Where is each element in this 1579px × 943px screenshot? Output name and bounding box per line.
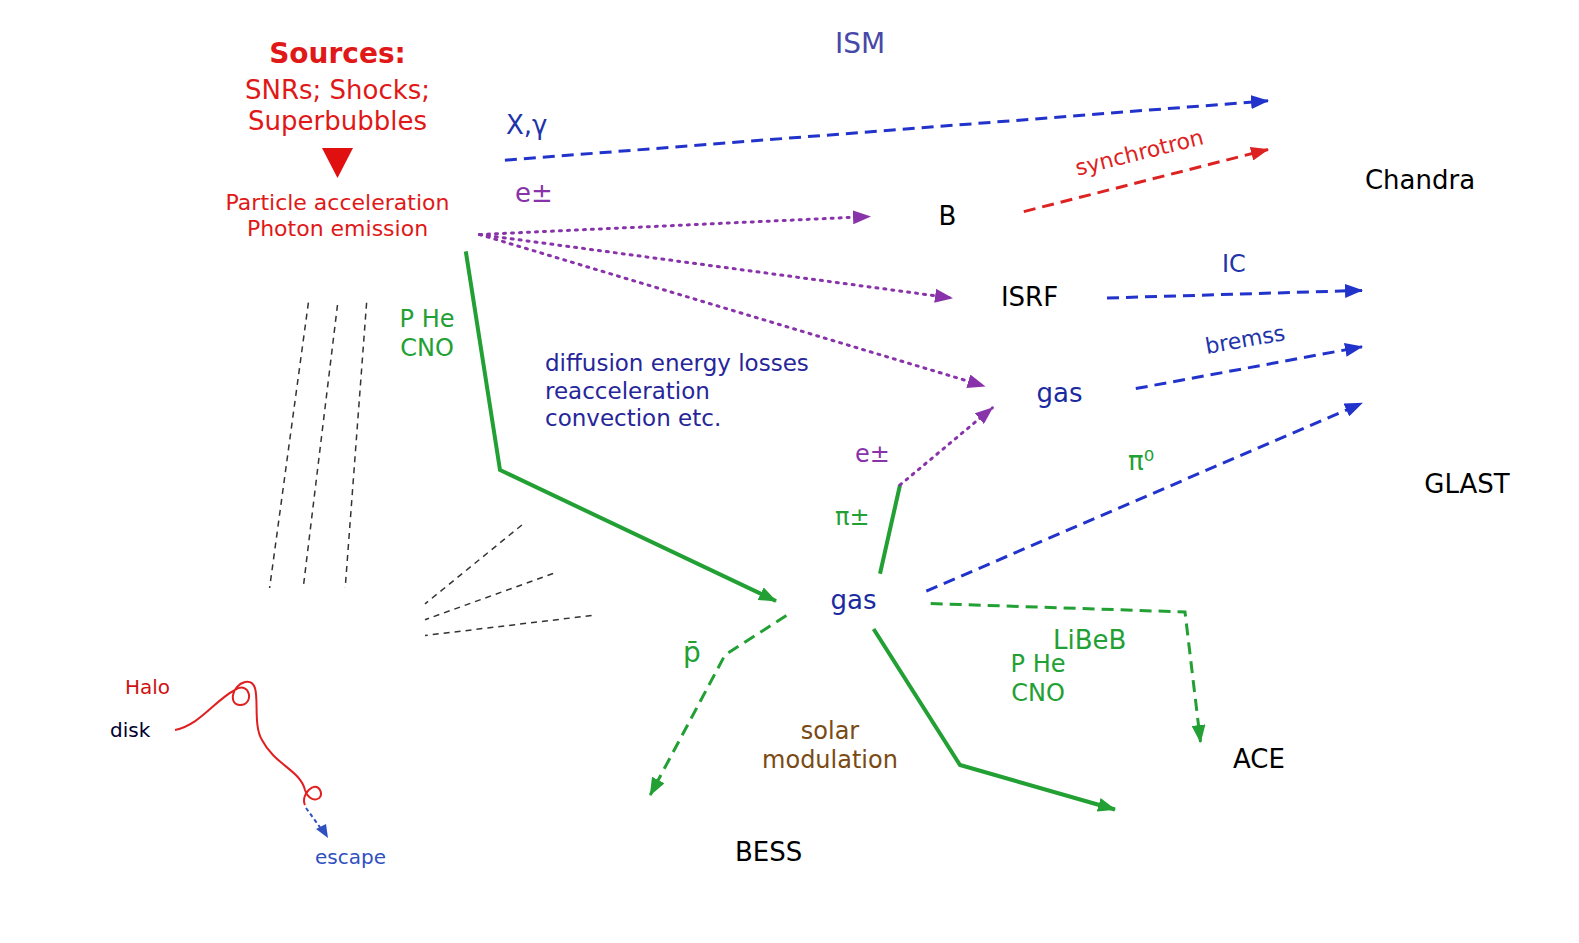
escape-label: escape	[315, 845, 386, 869]
flow-arrow	[900, 408, 992, 485]
halo-ellipse: Halo disk	[50, 640, 385, 850]
node-label: B	[939, 201, 957, 232]
source-circle: Sources: SNRs; Shocks; SuperbubblesPartic…	[170, 5, 505, 305]
edge-label: π±	[835, 503, 870, 532]
red-ellipse	[953, 271, 1106, 325]
disk-ellipse: disk	[70, 708, 385, 752]
ace-satellite: ACE	[1115, 742, 1305, 892]
galaxy-box	[5, 588, 425, 905]
process-list: diffusion energy losses reacceleration c…	[545, 350, 815, 433]
flow-arrow	[931, 604, 1201, 743]
chandra-picture	[1270, 13, 1562, 165]
blue-ellipse	[984, 367, 1136, 421]
striped-band	[625, 632, 1190, 800]
node-label: gas	[1037, 378, 1083, 409]
disk-label: disk	[110, 718, 150, 742]
zoom-line	[425, 525, 592, 636]
flow-arrow	[1136, 347, 1362, 389]
gas-ellipse: gas	[982, 365, 1137, 422]
yellow-ellipse	[51, 641, 384, 849]
modulation-band: solar modulation	[625, 632, 1190, 800]
dashed-circle	[175, 10, 501, 301]
red-ellipse	[871, 189, 1024, 244]
node-label: gas	[831, 585, 877, 616]
source-list: SNRs; Shocks; Superbubbles	[218, 75, 458, 137]
disk-shape	[71, 709, 384, 751]
flow-arrow	[926, 403, 1362, 591]
radiation-ellipse: ISRF	[952, 270, 1107, 326]
particle-track	[175, 682, 321, 805]
glast-satellite: GLAST	[1362, 234, 1572, 516]
region-title: ISM	[835, 27, 885, 61]
gas-ellipse: gas	[776, 572, 931, 630]
striped-band	[625, 632, 1190, 800]
escape-arrow	[306, 808, 328, 838]
flow-arrow	[1107, 290, 1362, 298]
edge-label: P He CNO	[1000, 650, 1076, 708]
chandra-satellite: Chandra	[1268, 15, 1572, 210]
zoom-line	[270, 303, 367, 588]
edge-label: bremss	[1203, 320, 1287, 360]
edge-label: e±	[515, 178, 553, 209]
bess-detector: BESS	[520, 795, 830, 938]
field-ellipse: B	[870, 188, 1025, 245]
band-label: solar modulation	[735, 717, 925, 775]
flow-arrow	[880, 408, 992, 574]
flow-arrow	[480, 235, 953, 299]
flow-arrow	[880, 485, 900, 574]
instrument-name: GLAST	[1424, 469, 1509, 500]
dotted-region	[480, 15, 1105, 695]
ace-picture	[1132, 772, 1258, 874]
source-heading: Sources:	[269, 37, 406, 71]
edge-label: synchrotron	[1073, 124, 1207, 181]
glast-picture	[1365, 238, 1568, 452]
instrument-name: BESS	[735, 837, 802, 868]
edge-label: IC	[1222, 250, 1246, 279]
ism-region: ISM diffusion energy losses reacceleratio…	[480, 15, 1105, 695]
source-process: Particle acceleration Photon emission	[213, 190, 463, 243]
halo-label: Halo	[125, 675, 170, 699]
blue-ellipse	[778, 574, 930, 629]
yellow-ellipse	[50, 640, 385, 850]
instrument-name: Chandra	[1365, 165, 1475, 196]
bess-picture	[512, 805, 716, 929]
down-triangle	[322, 148, 353, 178]
edge-label: P He CNO	[395, 305, 459, 363]
flow-arrow	[480, 217, 871, 235]
galaxy-box: escape Halo disk	[5, 588, 425, 905]
node-label: ISRF	[1001, 282, 1058, 313]
edge-label: X,γ	[506, 110, 547, 141]
edge-label: π⁰	[1128, 446, 1154, 477]
particle-label: e±	[855, 440, 890, 469]
instrument-name: ACE	[1233, 744, 1285, 775]
edge-label: p̄	[680, 636, 704, 670]
